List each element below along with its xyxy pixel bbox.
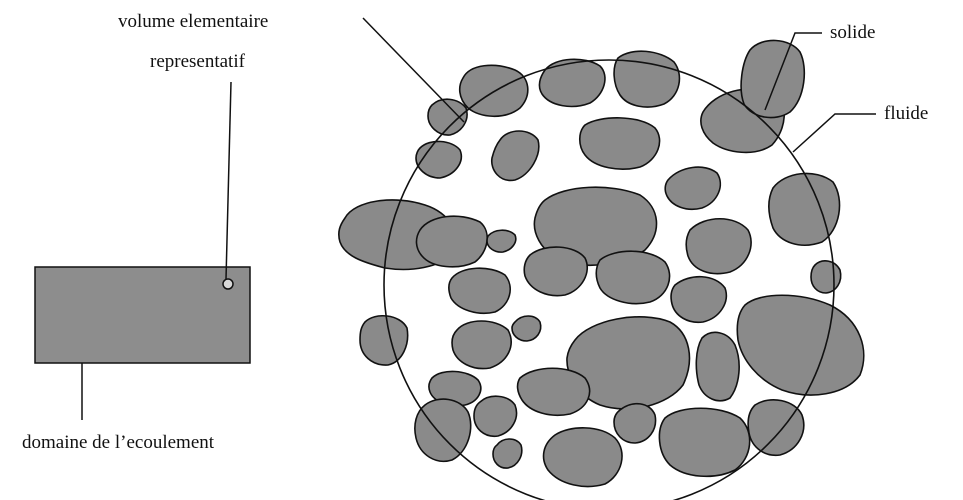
- solid-grain: [493, 439, 522, 468]
- fluid-label: fluide: [884, 104, 928, 123]
- rev-label-line1: volume elementaire: [118, 12, 268, 31]
- solid-grain: [474, 396, 516, 436]
- solid-grains: [339, 40, 864, 486]
- solid-grain: [696, 332, 739, 400]
- solid-grain: [416, 216, 487, 267]
- solid-grain: [449, 268, 510, 313]
- solid-grain: [360, 316, 408, 365]
- solid-grain: [580, 118, 660, 169]
- solid-grain: [415, 399, 471, 461]
- domain-label: domaine de l’ecoulement: [22, 433, 214, 452]
- solid-grain: [524, 247, 587, 296]
- solid-grain: [452, 321, 511, 369]
- solid-grain: [811, 261, 841, 293]
- solid-grain: [544, 428, 622, 487]
- solid-grain: [614, 404, 656, 443]
- flow-domain-rectangle: [35, 267, 250, 363]
- solid-grain: [665, 167, 720, 209]
- rev-circle-leader-line: [363, 18, 464, 122]
- solid-grain: [659, 408, 749, 476]
- solid-grain: [686, 219, 751, 274]
- rev-leader-line: [226, 82, 231, 279]
- solid-grain: [748, 400, 804, 455]
- solid-label: solide: [830, 23, 875, 42]
- solid-grain: [737, 295, 863, 395]
- solid-grain: [518, 368, 590, 415]
- solid-grain: [614, 51, 679, 107]
- rev-label-line2: representatif: [150, 52, 245, 71]
- solid-grain: [512, 316, 541, 341]
- solid-grain: [596, 251, 669, 303]
- solid-grain: [741, 40, 804, 117]
- solid-grain: [539, 59, 605, 106]
- fluid-leader-line: [793, 114, 876, 152]
- solid-grain: [671, 277, 726, 323]
- solid-grain: [487, 230, 516, 252]
- solid-grain: [492, 131, 539, 180]
- rev-marker-circle: [223, 279, 233, 289]
